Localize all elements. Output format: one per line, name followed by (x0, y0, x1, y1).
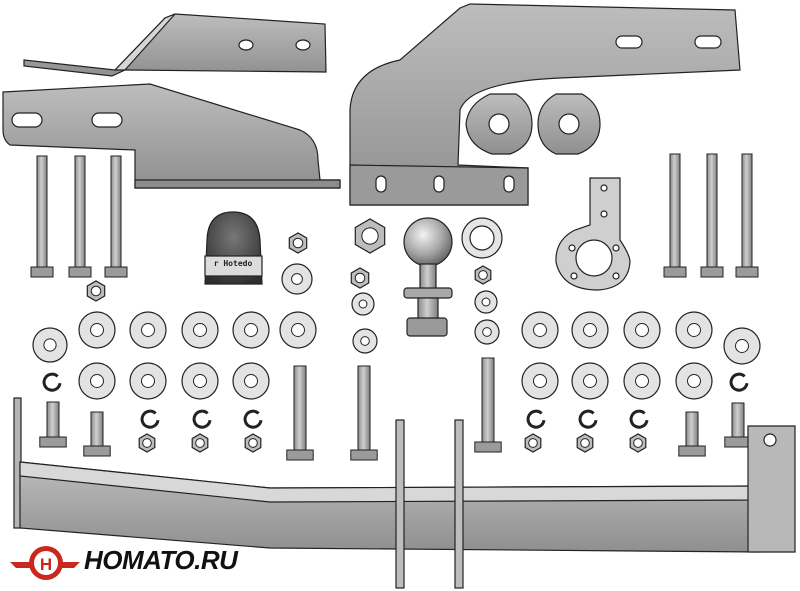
hex-nut (288, 232, 308, 254)
flat-washer (181, 311, 219, 349)
flat-washer (351, 292, 375, 316)
top-left-bracket (23, 13, 327, 77)
ring-washer (461, 217, 503, 259)
hex-nut (191, 433, 209, 453)
hex-nut (138, 433, 156, 453)
homato-logo-emblem: H (10, 546, 80, 580)
spring-washer (526, 409, 546, 429)
spring-washer (140, 409, 160, 429)
bolt (700, 153, 724, 278)
spring-washer (629, 409, 649, 429)
flat-washer (281, 263, 313, 295)
flat-washer (232, 362, 270, 400)
bolt (350, 365, 378, 461)
flat-washer (129, 311, 167, 349)
spring-washer (729, 372, 749, 392)
flat-washer (78, 311, 116, 349)
hex-nut (354, 218, 386, 254)
hex-nut (629, 433, 647, 453)
flat-washer (723, 327, 761, 365)
logo-letter: H (40, 555, 52, 574)
bolt (724, 402, 752, 448)
spacer-disc-right (537, 93, 601, 155)
hex-nut (350, 267, 370, 289)
hex-nut (524, 433, 542, 453)
spring-washer (42, 372, 62, 392)
ball-cover (204, 211, 263, 285)
flat-washer (571, 311, 609, 349)
flat-washer (474, 290, 498, 314)
flat-washer (521, 362, 559, 400)
flat-washer (623, 311, 661, 349)
left-side-bracket (2, 83, 341, 189)
flat-washer (675, 362, 713, 400)
bolt (663, 153, 687, 278)
main-cross-beam (13, 397, 796, 589)
flat-washer (78, 362, 116, 400)
bolt (474, 357, 502, 453)
spacer-disc-left (465, 93, 533, 155)
flat-washer (675, 311, 713, 349)
ball-cover-label: r Hotedo (213, 259, 253, 268)
bolt (286, 365, 314, 461)
brand-name: HOMATO.RU (84, 545, 238, 575)
flat-washer (129, 362, 167, 400)
hex-nut (244, 433, 262, 453)
flat-washer (352, 328, 378, 354)
flat-washer (279, 311, 317, 349)
bolt (30, 155, 54, 278)
hardware-parts (30, 153, 761, 461)
spring-washer (243, 409, 263, 429)
socket-mounting-plate (555, 177, 631, 291)
hex-nut (86, 280, 106, 302)
flat-washer (474, 319, 500, 345)
bolt (68, 155, 92, 278)
flat-washer (571, 362, 609, 400)
bolt (678, 411, 706, 457)
flat-washer (232, 311, 270, 349)
tow-ball (403, 217, 453, 337)
hex-nut (474, 265, 492, 285)
flat-washer (181, 362, 219, 400)
bolt (104, 155, 128, 278)
flat-washer (32, 327, 68, 363)
bolt (83, 411, 111, 457)
flat-washer (623, 362, 661, 400)
bolt (39, 401, 67, 448)
flat-washer (521, 311, 559, 349)
right-side-bracket (349, 3, 741, 206)
hex-nut (576, 433, 594, 453)
spring-washer (578, 409, 598, 429)
spring-washer (192, 409, 212, 429)
bolt (735, 153, 759, 278)
